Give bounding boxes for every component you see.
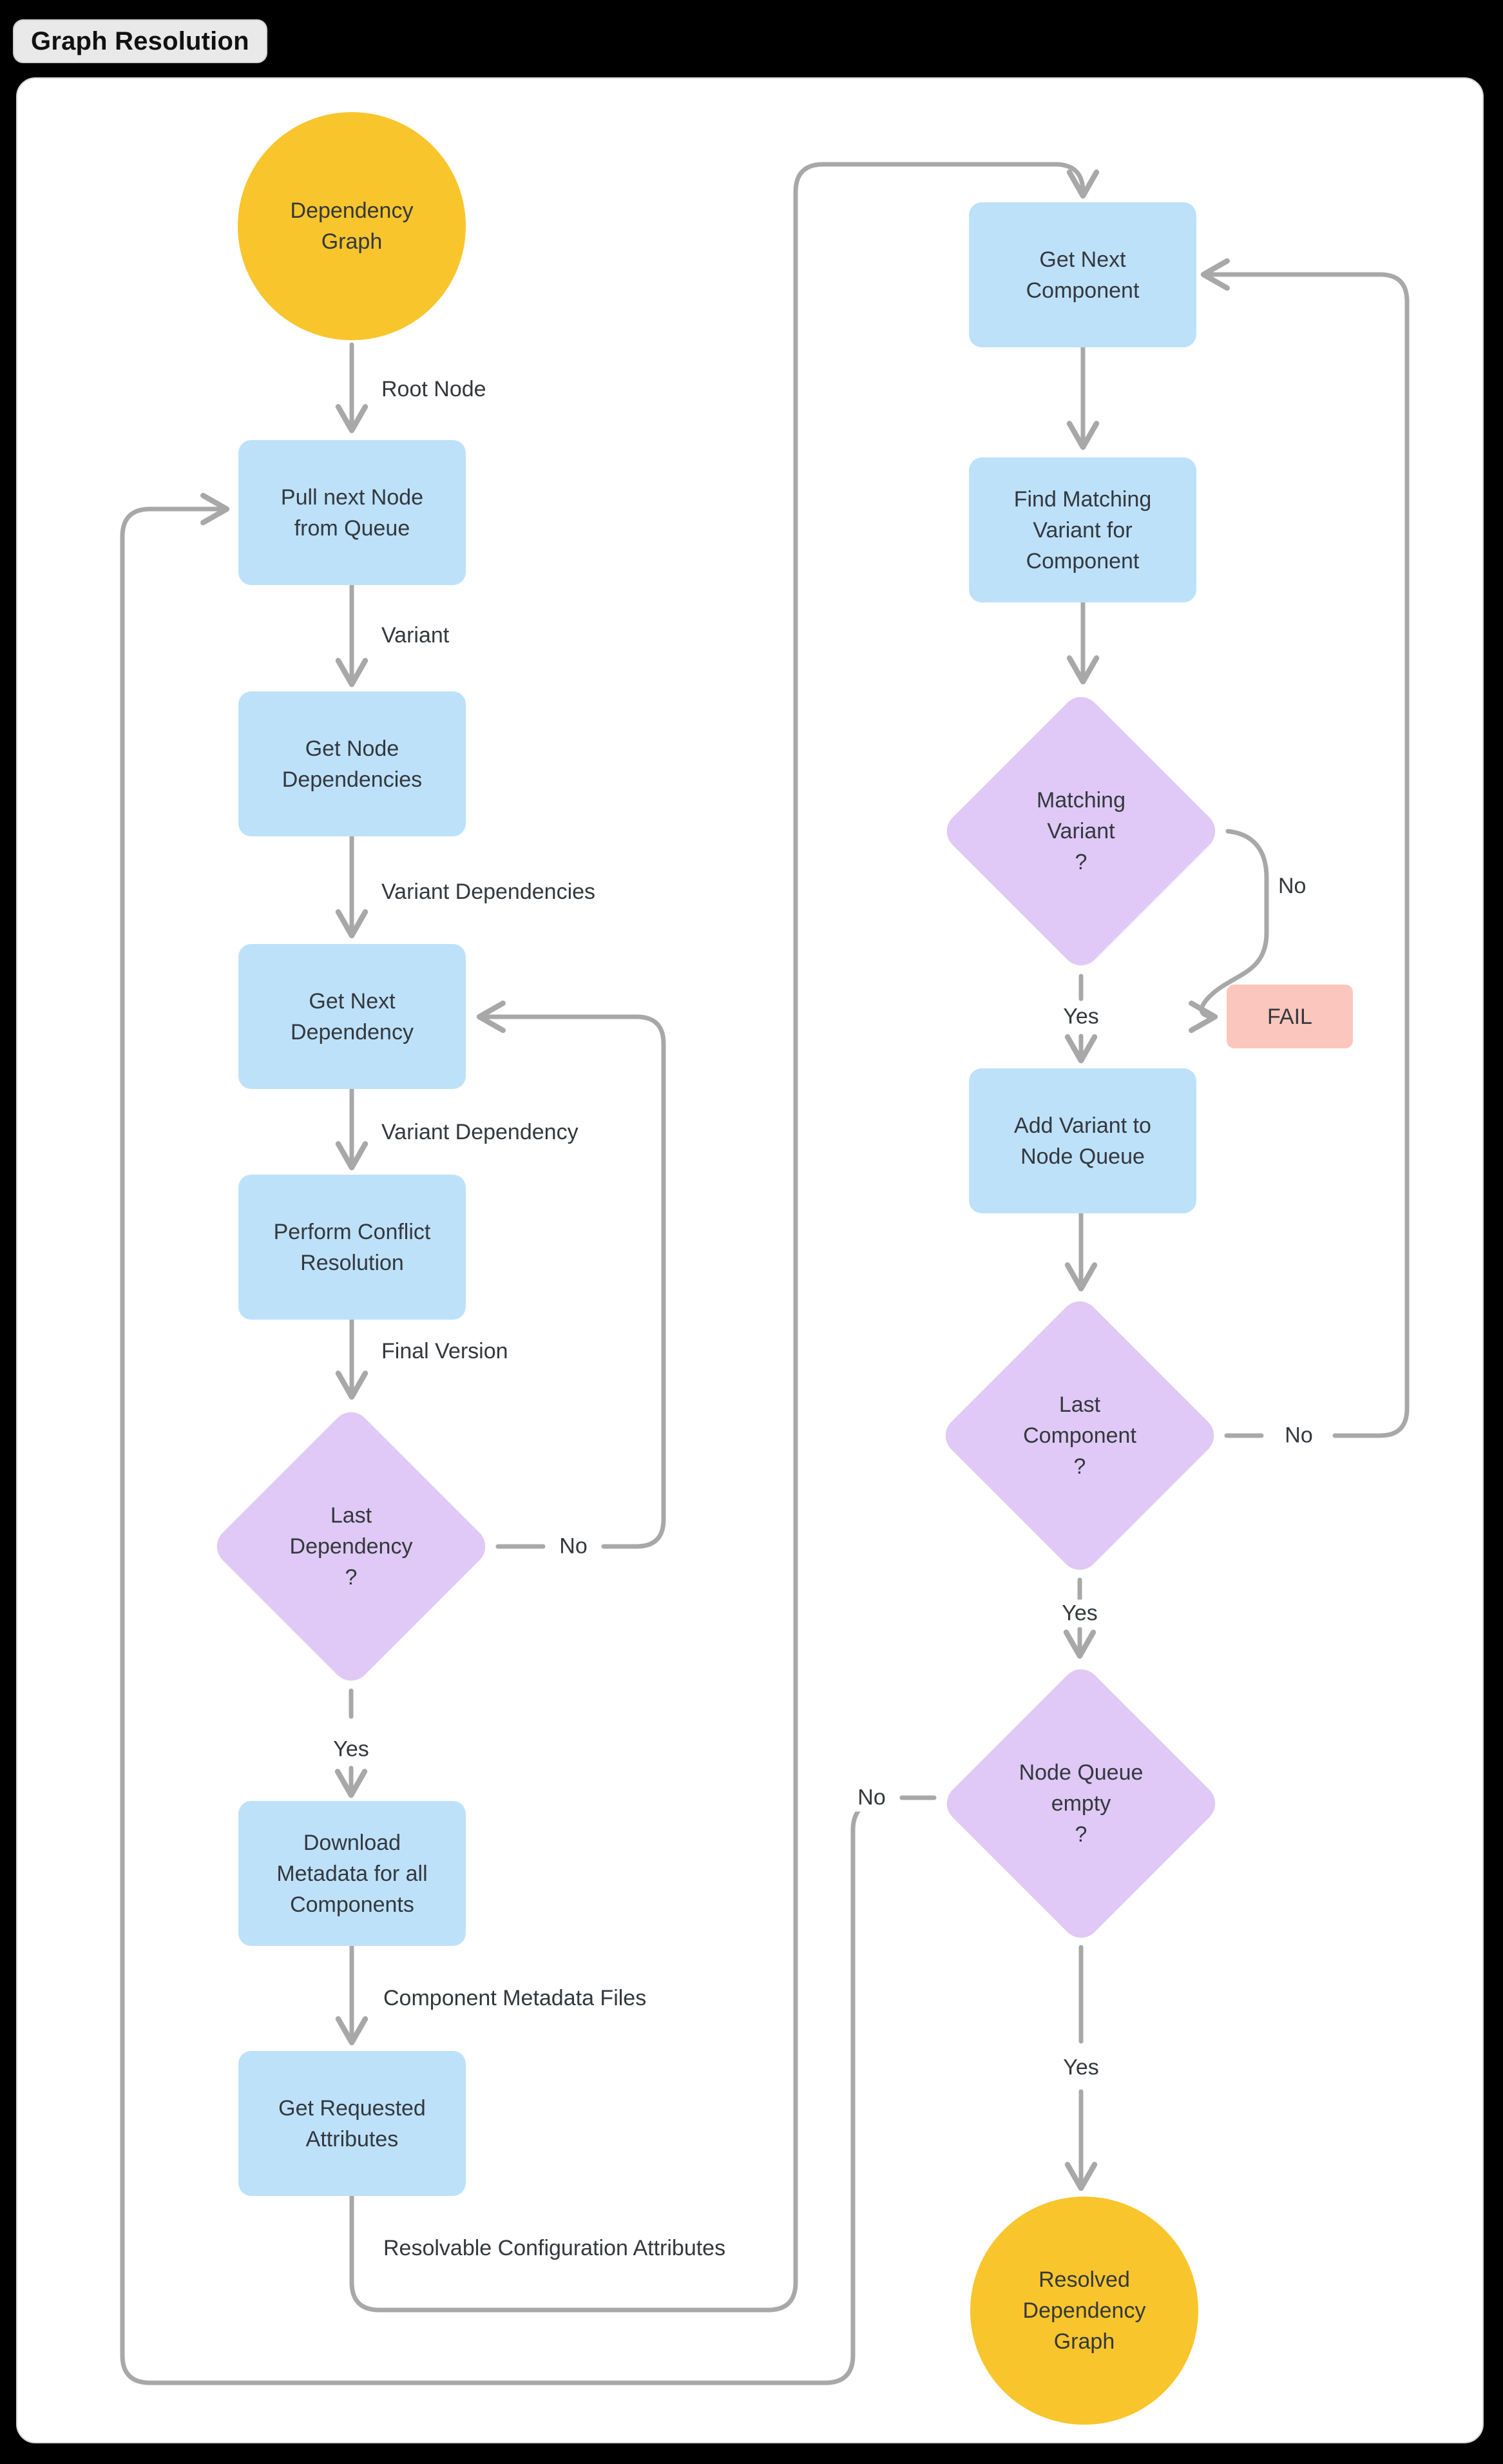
node-node-queue-empty-decision: Node Queue empty ? — [934, 1657, 1228, 1950]
node-label: Last Component ? — [1023, 1392, 1136, 1479]
edge-label-last-component-no: No — [1281, 1421, 1317, 1450]
node-label: Get Requested Attributes — [278, 2095, 426, 2151]
node-label: Matching Variant ? — [1037, 788, 1125, 874]
node-label: Perform Conflict Resolution — [273, 1219, 431, 1275]
node-last-component-decision: Last Component ? — [933, 1289, 1227, 1583]
edge-label-variant-dependency: Variant Dependency — [381, 1120, 579, 1144]
edge-label-node-queue-empty-yes: Yes — [1059, 2054, 1103, 2082]
node-pull-next-node-from-queue: Pull next Node from Queue — [238, 440, 466, 585]
node-resolved-dependency-graph: Resolved Dependency Graph — [970, 2197, 1198, 2425]
edge-label-component-metadata-files: Component Metadata Files — [383, 1986, 647, 2010]
edge-label-final-version: Final Version — [381, 1339, 508, 1363]
node-perform-conflict-resolution: Perform Conflict Resolution — [238, 1175, 466, 1320]
node-label: Download Metadata for all Components — [276, 1830, 428, 1917]
node-label: Add Variant to Node Queue — [1014, 1113, 1151, 1169]
node-get-node-dependencies: Get Node Dependencies — [238, 691, 466, 836]
node-dependency-graph: Dependency Graph — [238, 112, 466, 340]
node-last-dependency-decision: Last Dependency ? — [204, 1400, 498, 1693]
node-label: Resolved Dependency Graph — [1022, 2267, 1146, 2354]
node-label: Pull next Node from Queue — [280, 485, 424, 541]
edge-label-last-component-yes: Yes — [1058, 1599, 1102, 1628]
node-label: Get Node Dependencies — [282, 736, 423, 792]
edge-label-last-dependency-no: No — [555, 1532, 591, 1561]
node-fail: FAIL — [1227, 985, 1353, 1048]
edge-resolvable-configuration-loop — [349, 162, 1100, 2313]
node-download-metadata: Download Metadata for all Components — [238, 1801, 466, 1946]
node-get-next-dependency: Get Next Dependency — [238, 944, 466, 1089]
node-matching-variant-decision: Matching Variant ? — [934, 684, 1228, 978]
edge-label-resolvable-configuration-attributes: Resolvable Configuration Attributes — [383, 2236, 726, 2260]
node-label: Last Dependency ? — [289, 1503, 413, 1590]
node-label: Get Next Component — [1026, 247, 1140, 303]
node-label: Get Next Dependency — [291, 988, 414, 1044]
edge-last-component-no-loop — [1200, 258, 1410, 1438]
edge-last-dependency-no-loop — [476, 1000, 666, 1549]
node-label: FAIL — [1267, 1004, 1312, 1029]
diagram-title-chip: Graph Resolution — [13, 19, 267, 63]
edge-label-matching-variant-no: No — [1278, 874, 1307, 898]
edge-label-node-queue-empty-no: No — [854, 1784, 890, 1812]
edge-label-matching-variant-yes: Yes — [1059, 1003, 1103, 1031]
edge-label-variant-dependencies: Variant Dependencies — [381, 880, 596, 904]
node-add-variant-to-node-queue: Add Variant to Node Queue — [969, 1068, 1196, 1213]
node-label: Dependency Graph — [290, 198, 414, 254]
node-label: Find Matching Variant for Component — [1013, 486, 1152, 573]
diagram-title: Graph Resolution — [31, 26, 249, 55]
node-get-requested-attributes: Get Requested Attributes — [238, 2051, 466, 2196]
node-get-next-component: Get Next Component — [969, 202, 1196, 347]
edge-matching-variant-no-to-fail — [1189, 829, 1269, 1034]
node-label: Node Queue empty ? — [1019, 1760, 1144, 1847]
node-find-matching-variant: Find Matching Variant for Component — [969, 457, 1196, 602]
edge-label-last-dependency-yes: Yes — [329, 1735, 373, 1764]
edge-node-queue-empty-no-loop — [120, 492, 884, 2385]
edge-label-root-node: Root Node — [381, 377, 486, 401]
edge-label-variant: Variant — [381, 623, 450, 648]
